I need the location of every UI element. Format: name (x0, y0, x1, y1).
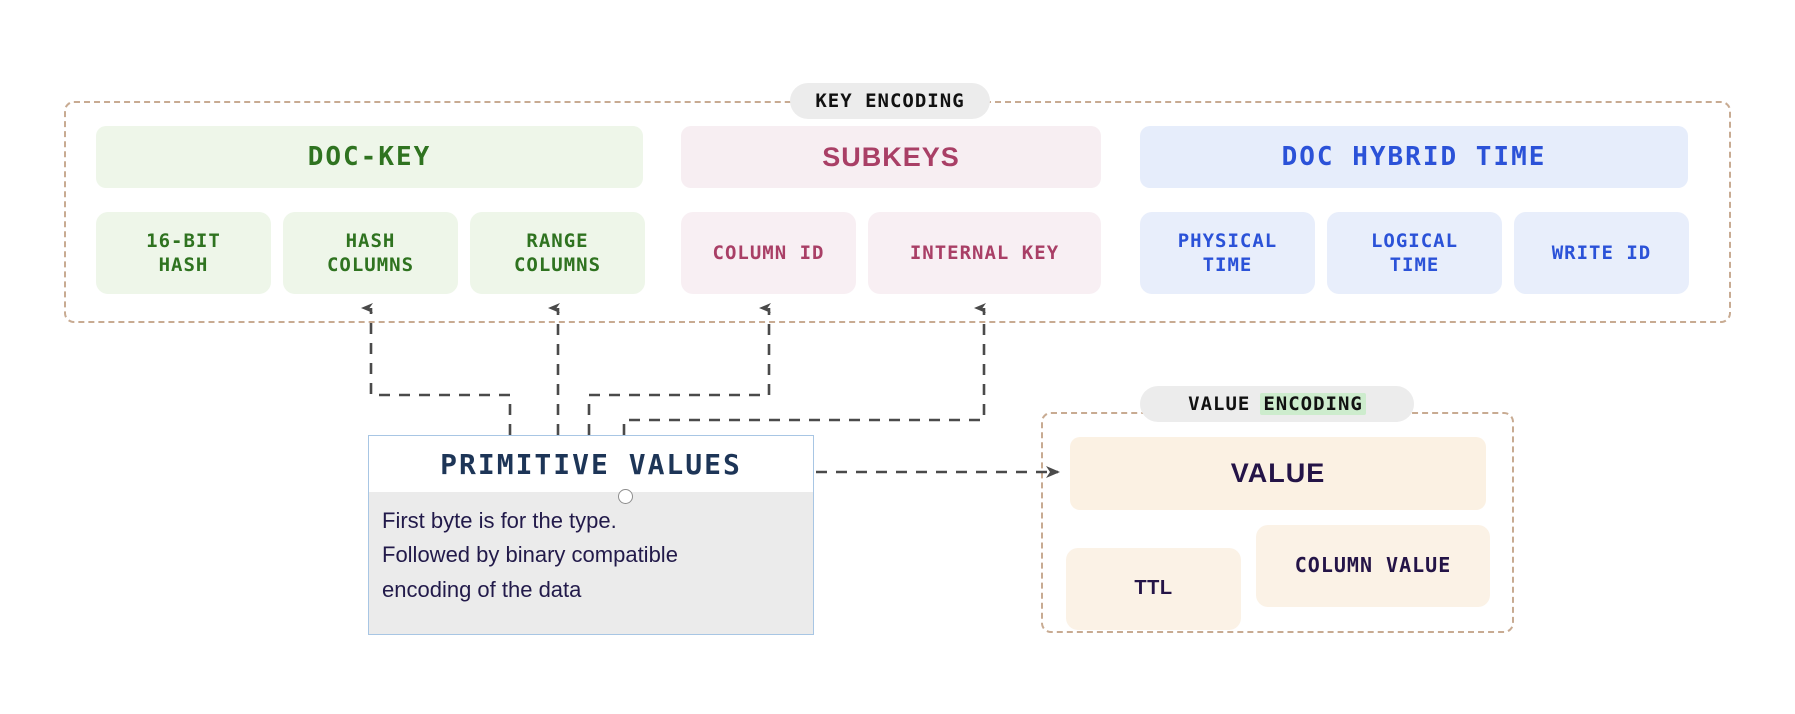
wire-to-column-id (587, 303, 771, 435)
chip-ttl[interactable]: TTL (1066, 548, 1241, 630)
value-encoding-label-text-encoding: ENCODING (1260, 393, 1366, 415)
section-header-subkeys-label: SUBKEYS (822, 141, 960, 172)
primitive-values-node[interactable]: PRIMITIVE VALUES First byte is for the t… (368, 435, 814, 635)
primitive-values-body: First byte is for the type. Followed by … (369, 492, 813, 634)
chip-internal-key[interactable]: INTERNAL KEY (868, 212, 1101, 294)
section-header-doc-key-label: DOC-KEY (307, 142, 432, 172)
section-header-doc-hybrid-time[interactable]: DOC HYBRID TIME (1140, 126, 1688, 188)
chip-physical-time-label: PHYSICAL TIME (1177, 229, 1278, 276)
chip-logical-time[interactable]: LOGICAL TIME (1327, 212, 1502, 294)
primitive-values-resize-handle[interactable] (618, 489, 633, 504)
primitive-values-title: PRIMITIVE VALUES (369, 436, 813, 492)
chip-column-id-label: COLUMN ID (712, 241, 825, 264)
section-header-value-label: VALUE (1230, 458, 1326, 488)
primitive-values-title-label: PRIMITIVE VALUES (440, 447, 742, 481)
chip-logical-time-label: LOGICAL TIME (1370, 229, 1459, 276)
chip-16-bit-hash[interactable]: 16-BIT HASH (96, 212, 271, 294)
chip-range-columns-label: RANGE COLUMNS (513, 229, 602, 276)
chip-16-bit-hash-label: 16-BIT HASH (146, 229, 221, 276)
chip-column-value-label: COLUMN VALUE (1294, 553, 1452, 578)
chip-write-id-label: WRITE ID (1551, 241, 1652, 264)
section-header-doc-hybrid-time-label: DOC HYBRID TIME (1281, 142, 1547, 172)
key-encoding-label-text: KEY ENCODING (815, 90, 965, 112)
section-header-doc-key[interactable]: DOC-KEY (96, 126, 643, 188)
chip-hash-columns[interactable]: HASH COLUMNS (283, 212, 458, 294)
section-header-subkeys[interactable]: SUBKEYS (681, 126, 1101, 188)
primitive-values-body-line-2: Followed by binary compatible (382, 542, 678, 568)
value-encoding-label-text-value: VALUE (1188, 393, 1251, 415)
wire-to-internal-key (622, 303, 986, 435)
chip-physical-time[interactable]: PHYSICAL TIME (1140, 212, 1315, 294)
chip-range-columns[interactable]: RANGE COLUMNS (470, 212, 645, 294)
chip-ttl-label: TTL (1134, 577, 1173, 600)
wire-to-hash-columns (361, 303, 512, 435)
chip-column-value[interactable]: COLUMN VALUE (1256, 525, 1490, 607)
primitive-values-body-line-3: encoding of the data (382, 576, 582, 602)
chip-hash-columns-label: HASH COLUMNS (326, 229, 415, 276)
chip-column-id[interactable]: COLUMN ID (681, 212, 856, 294)
key-encoding-label: KEY ENCODING (790, 83, 990, 119)
section-header-value[interactable]: VALUE (1070, 437, 1486, 510)
chip-internal-key-label: INTERNAL KEY (909, 241, 1060, 264)
primitive-values-body-line-1: First byte is for the type. (382, 508, 617, 533)
value-encoding-label: VALUE ENCODING (1140, 386, 1414, 422)
chip-write-id[interactable]: WRITE ID (1514, 212, 1689, 294)
